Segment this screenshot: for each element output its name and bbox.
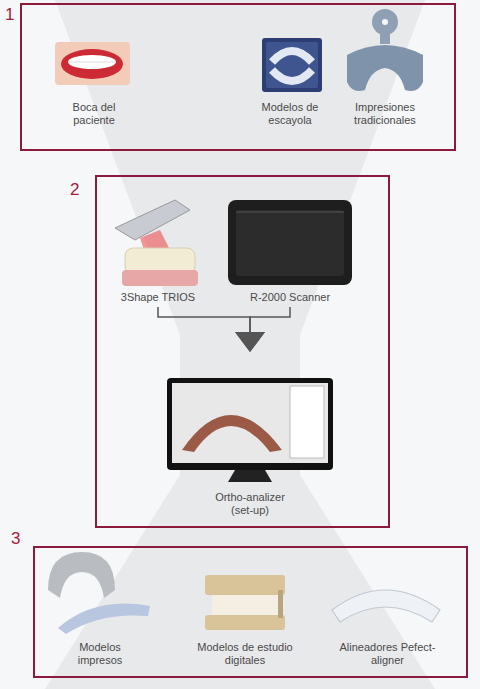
mouth-photo <box>55 42 130 85</box>
workflow-item: Boca del paciente <box>48 35 140 130</box>
workflow-item: Ortho-analizer (set-up) <box>160 352 340 520</box>
workflow-item: Alineadores Pefect-aligner <box>325 552 450 670</box>
arrow-head <box>235 332 265 352</box>
flow-arrow <box>158 307 265 352</box>
monitor <box>167 378 333 482</box>
step-panel: 3Modelos impresosModelos de estudio digi… <box>33 546 468 678</box>
desktop-scanner <box>228 200 352 285</box>
step-number: 2 <box>70 181 79 198</box>
intraoral-scanner <box>115 200 198 286</box>
item-caption: Modelos impresos <box>65 641 135 669</box>
step-panel: 1Boca del pacienteModelos de escayolaImp… <box>20 3 456 151</box>
impression-tray <box>347 9 423 91</box>
workflow-item: Modelos de estudio digitales <box>178 552 312 670</box>
workflow-item: Modelos de escayola <box>245 35 335 130</box>
step-number: 3 <box>11 530 20 547</box>
workflow-item: 3Shape TRIOS <box>108 195 208 307</box>
item-caption: Modelos de escayola <box>257 101 323 129</box>
item-caption: Alineadores Pefect-aligner <box>333 641 443 669</box>
flow-line <box>158 307 250 332</box>
workflow-item: R-2000 Scanner <box>218 195 362 307</box>
item-caption: R-2000 Scanner <box>220 291 360 305</box>
step-panel: 23Shape TRIOSR-2000 ScannerOrtho-analize… <box>95 175 390 528</box>
plaster-model <box>262 38 322 92</box>
workflow-item: Impresiones tradicionales <box>330 8 440 130</box>
articulator-model <box>205 575 285 630</box>
step-number: 1 <box>5 6 14 23</box>
clear-aligner <box>332 590 440 622</box>
item-caption: Boca del paciente <box>58 101 130 129</box>
item-caption: 3Shape TRIOS <box>110 291 206 305</box>
printed-models <box>48 552 150 634</box>
arrow-head <box>235 332 265 352</box>
item-caption: Impresiones tradicionales <box>345 101 425 129</box>
item-caption: Ortho-analizer (set-up) <box>205 491 295 519</box>
item-caption: Modelos de estudio digitales <box>185 641 305 669</box>
flow-line <box>250 307 290 332</box>
flow-arrow <box>235 307 290 352</box>
x-watermark <box>45 0 435 689</box>
workflow-item: Modelos impresos <box>45 552 155 670</box>
